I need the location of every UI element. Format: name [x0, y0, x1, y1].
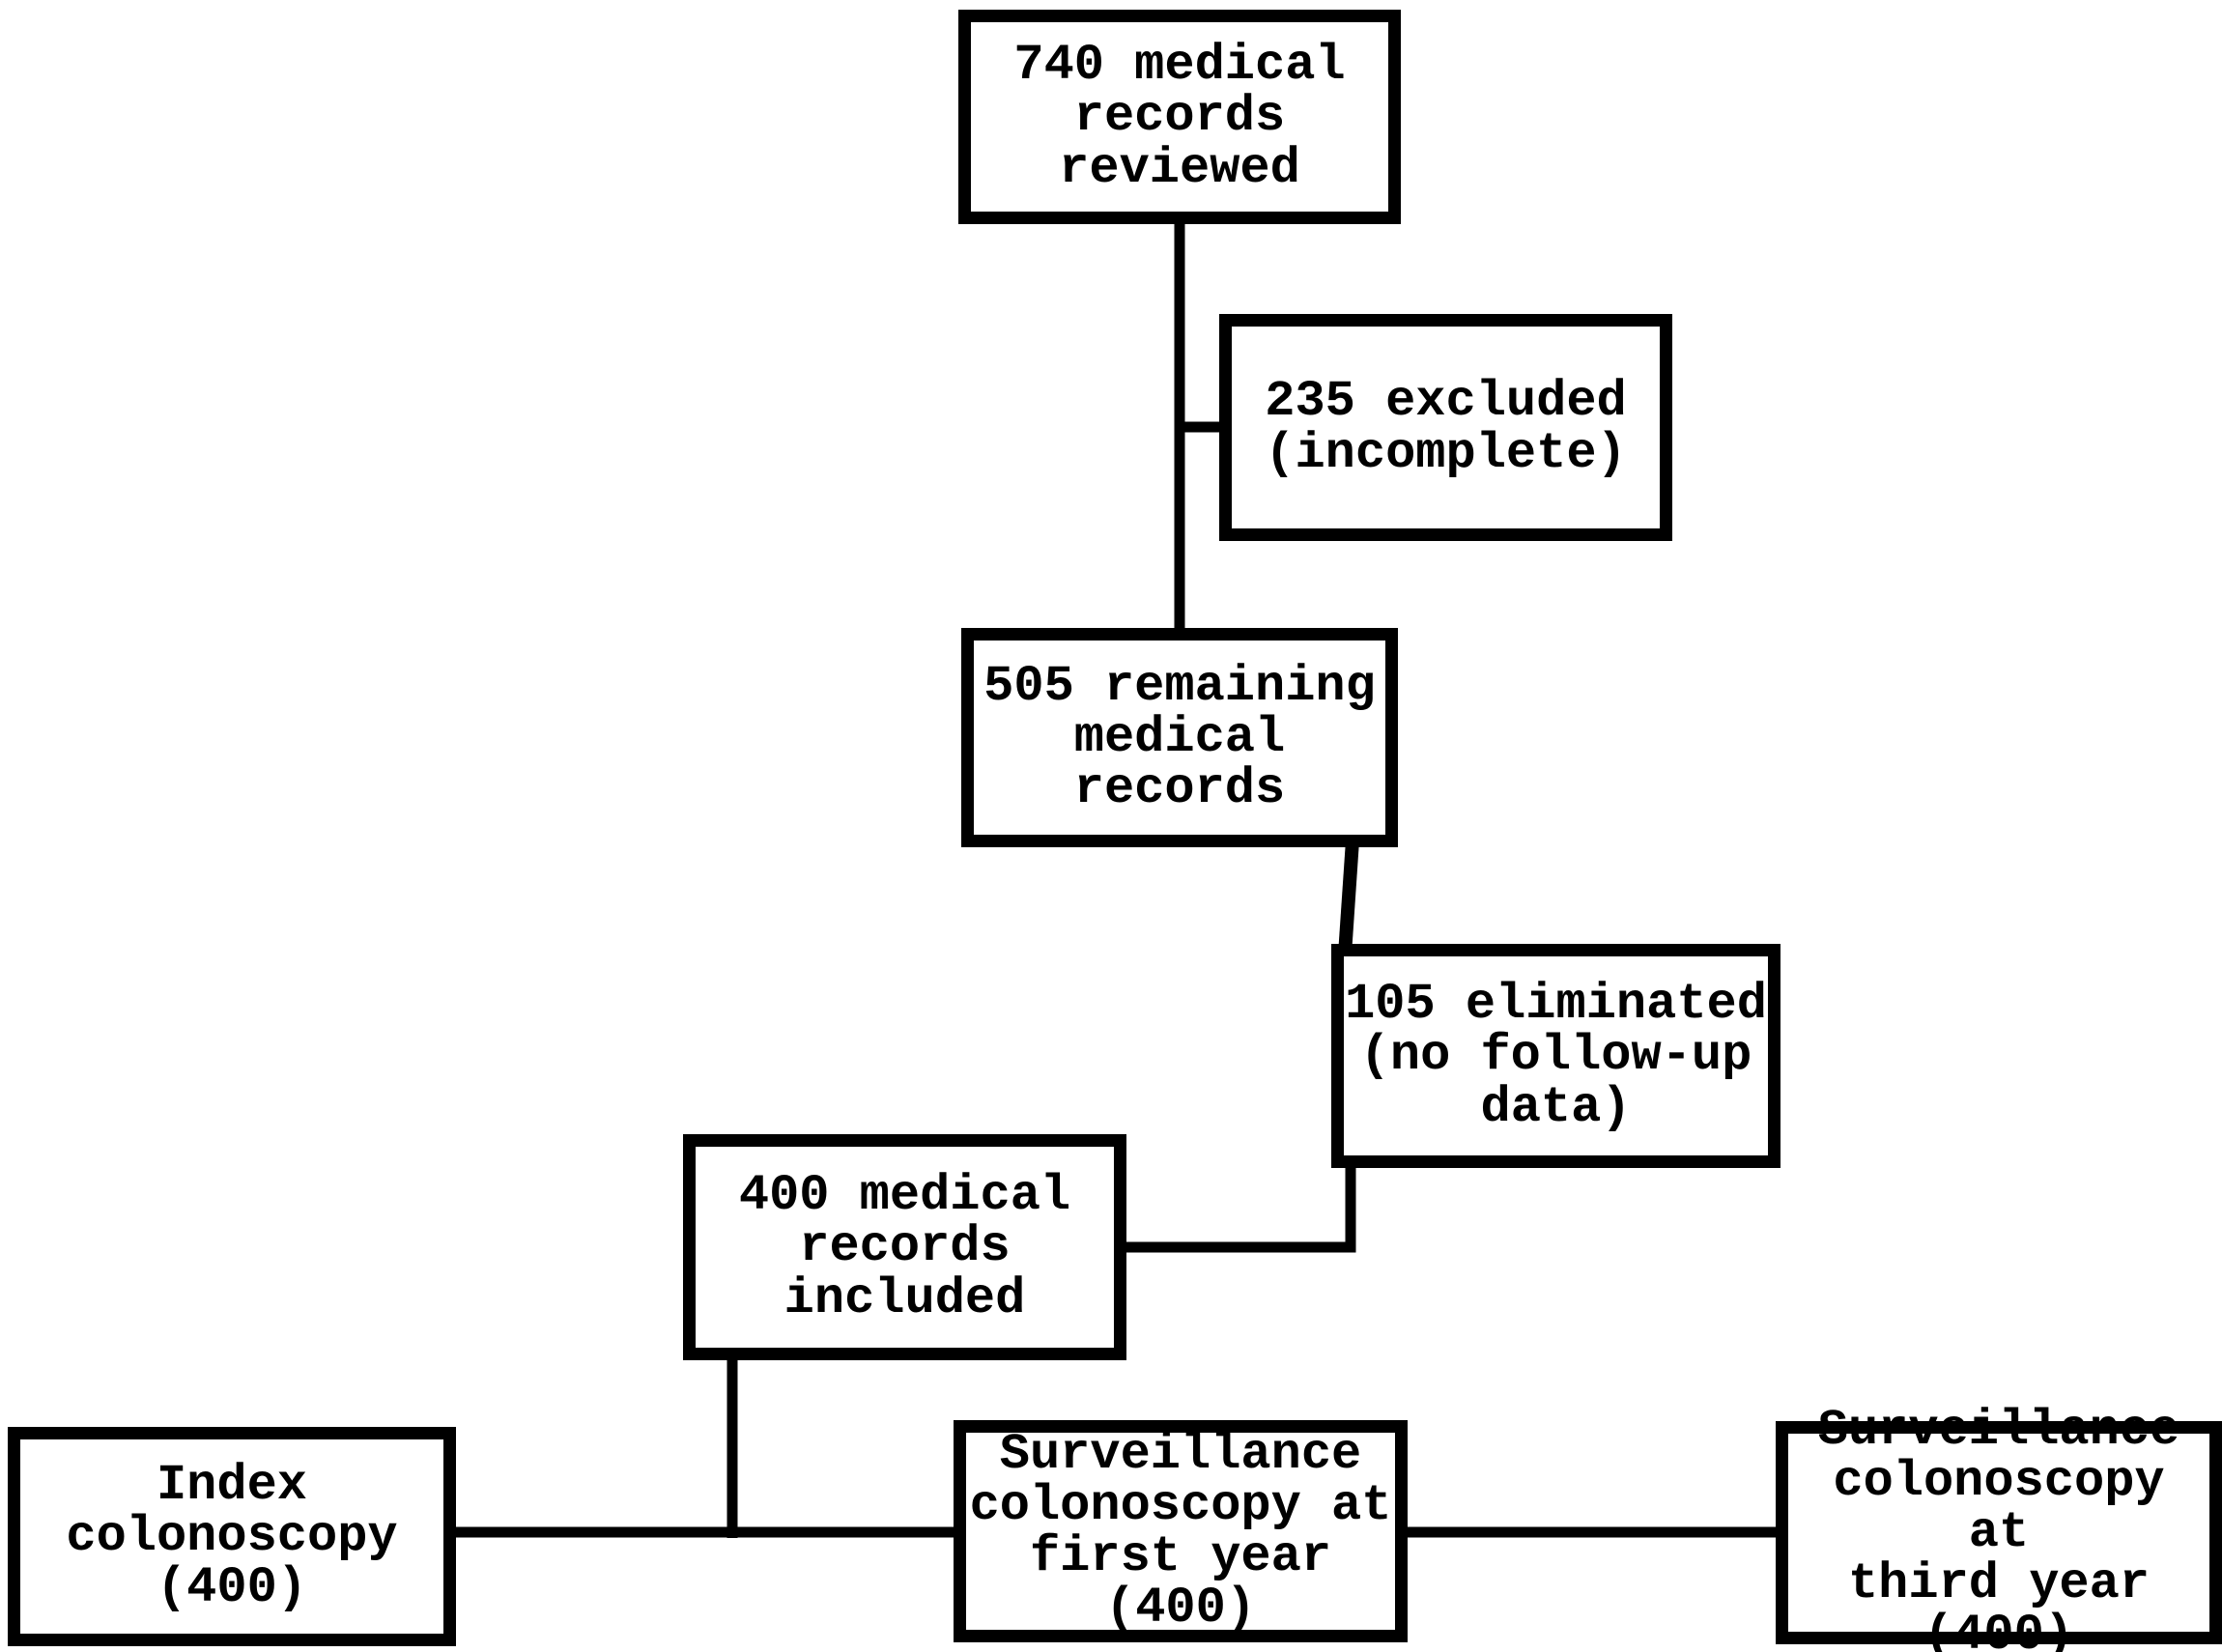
- node-505-remaining: 505 remaining medical records: [961, 628, 1398, 847]
- node-400-included: 400 medical records included: [683, 1134, 1126, 1360]
- node-label: Surveillance colonoscopy at first year (…: [969, 1425, 1392, 1638]
- node-label: Surveillance colonoscopy at third year (…: [1817, 1401, 2180, 1652]
- node-surveillance-third-year: Surveillance colonoscopy at third year (…: [1776, 1405, 2222, 1652]
- node-label: 400 medical records included: [738, 1167, 1071, 1327]
- node-105-eliminated: 105 eliminated (no follow-up data): [1331, 944, 1780, 1168]
- node-740-records-reviewed: 740 medical records reviewed: [958, 10, 1401, 224]
- node-label: 740 medical records reviewed: [1013, 37, 1346, 197]
- node-label: Index colonoscopy (400): [66, 1456, 398, 1617]
- node-label: 235 excluded (incomplete): [1265, 373, 1627, 482]
- connector-remaining-to-eliminated: [1338, 840, 1359, 955]
- connector-eliminated-to-included: [1121, 1159, 1356, 1253]
- node-surveillance-first-year: Surveillance colonoscopy at first year (…: [954, 1420, 1408, 1642]
- node-label: 505 remaining medical records: [983, 657, 1376, 818]
- node-label: 105 eliminated (no follow-up data): [1345, 976, 1767, 1136]
- node-index-colonoscopy: Index colonoscopy (400): [8, 1427, 456, 1646]
- node-235-excluded: 235 excluded (incomplete): [1219, 314, 1672, 541]
